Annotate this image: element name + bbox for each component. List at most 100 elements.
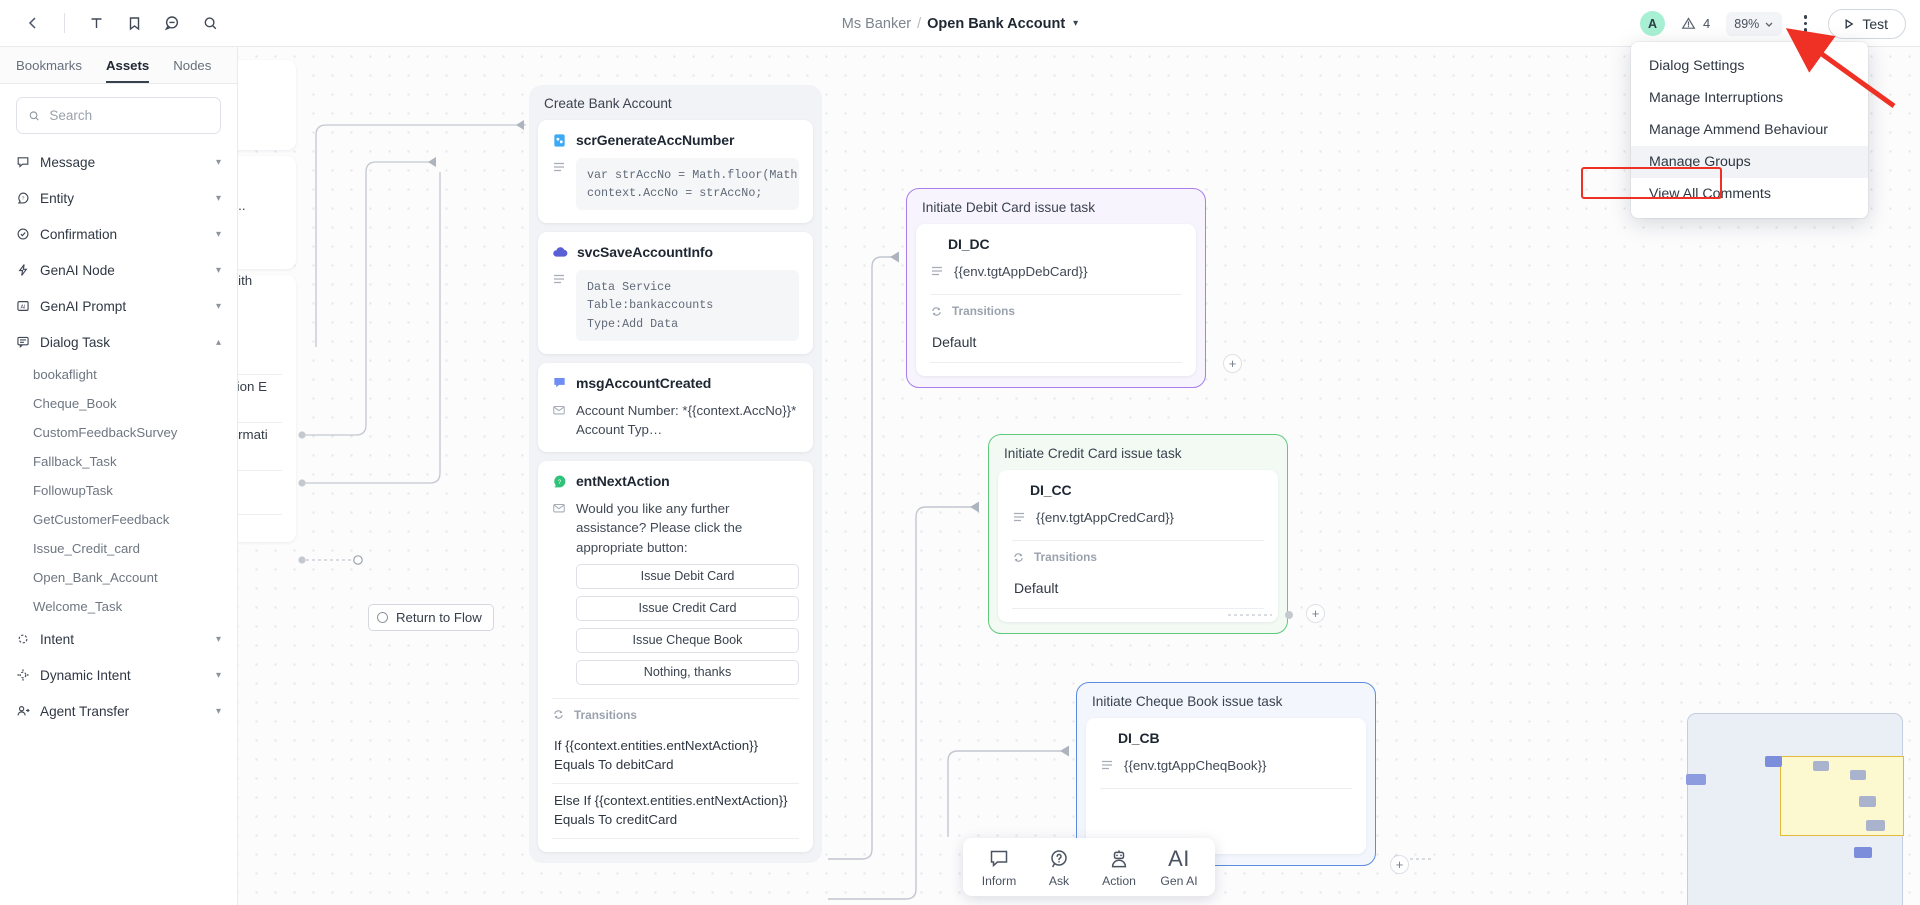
node-type-toolbar[interactable]: Inform Ask Action AI Gen AI	[963, 838, 1215, 896]
node-code: var strAccNo = Math.floor(Math.… context…	[576, 158, 799, 211]
sidebar-item-fallback-task[interactable]: Fallback_Task	[33, 454, 117, 469]
node-scrGenerateAccNumber[interactable]: scrGenerateAccNumber var strAccNo = Math…	[538, 120, 813, 224]
sidebar-item-agent-transfer[interactable]: Agent Transfer ▾	[0, 693, 237, 729]
node-DI_DC[interactable]: DI_DC {{env.tgtAppDebCard}} Transitions …	[916, 224, 1196, 376]
sidebar-item-entity[interactable]: ? Entity ▾	[0, 180, 237, 216]
sidebar-item-getcustomerfeedback[interactable]: GetCustomerFeedback	[33, 512, 170, 527]
menu-item-manage-groups[interactable]: Manage Groups	[1631, 146, 1868, 178]
menu-item-view-all-comments[interactable]: View All Comments	[1649, 186, 1771, 202]
sidebar-item-open-bank-account[interactable]: Open_Bank_Account	[33, 570, 158, 585]
transition-row[interactable]: Default	[930, 325, 1182, 363]
tab-nodes[interactable]: Nodes	[173, 58, 212, 73]
service-node-icon	[553, 247, 568, 257]
connector-dot-credit[interactable]	[1285, 611, 1293, 619]
node-type-inform[interactable]: Inform	[969, 848, 1029, 888]
group-initiate-debit-card-issue-task[interactable]: Initiate Debit Card issue task DI_DC {{e…	[906, 188, 1206, 388]
sidebar-item-confirmation[interactable]: Confirmation ▾	[0, 216, 237, 252]
node-type-action[interactable]: Action	[1089, 848, 1149, 888]
back-button[interactable]	[16, 6, 50, 40]
play-icon	[1845, 18, 1854, 29]
transition-row[interactable]: Else If {{context.entities.entNextAction…	[552, 784, 799, 840]
search-box[interactable]	[16, 97, 221, 134]
chevron-down-icon[interactable]: ▾	[215, 669, 221, 681]
add-node-handle-debit[interactable]: +	[1223, 354, 1242, 373]
menu-item-manage-ammend-behaviour[interactable]: Manage Ammend Behaviour	[1649, 122, 1829, 138]
chevron-down-icon[interactable]: ▾	[215, 705, 221, 717]
transitions-header: Transitions	[930, 304, 1182, 318]
sidebar-item-bookaflight[interactable]: bookaflight	[33, 367, 97, 382]
option-issue-cheque-book[interactable]: Issue Cheque Book	[576, 627, 799, 653]
bookmark-icon[interactable]	[117, 6, 151, 40]
agent-transfer-icon	[16, 704, 40, 718]
node-svcSaveAccountInfo[interactable]: svcSaveAccountInfo Data Service Table:ba…	[538, 232, 813, 354]
sidebar-item-followuptask[interactable]: FollowupTask	[33, 483, 113, 498]
minimap[interactable]	[1686, 713, 1904, 905]
option-issue-credit-card[interactable]: Issue Credit Card	[576, 595, 799, 621]
node-type-gen-ai[interactable]: AI Gen AI	[1149, 848, 1209, 889]
genai-prompt-icon: AI	[16, 299, 40, 313]
chevron-up-icon[interactable]: ▴	[215, 336, 221, 348]
entity-icon: ?	[16, 191, 40, 205]
option-issue-debit-card[interactable]: Issue Debit Card	[576, 563, 799, 589]
chevron-down-icon[interactable]: ▾	[215, 300, 221, 312]
return-to-flow-node[interactable]: Return to Flow	[368, 604, 494, 631]
sidebar-item-issue-credit-card[interactable]: Issue_Credit_card	[33, 541, 141, 556]
chevron-down-icon[interactable]: ▾	[215, 633, 221, 645]
minimap-viewport[interactable]	[1780, 756, 1904, 836]
search-input[interactable]	[49, 108, 209, 123]
text-icon[interactable]	[79, 6, 113, 40]
node-entNextAction[interactable]: ? entNextAction Would you like any furth…	[538, 461, 813, 853]
tab-bookmarks[interactable]: Bookmarks	[16, 58, 82, 73]
group-initiate-credit-card-issue-task[interactable]: Initiate Credit Card issue task DI_CC {{…	[988, 434, 1288, 634]
warning-indicator[interactable]: 4	[1675, 12, 1716, 35]
chevron-down-icon[interactable]: ▾	[215, 264, 221, 276]
sidebar-item-label: Message	[40, 154, 96, 170]
transition-row[interactable]: Default	[1012, 571, 1264, 609]
sidebar-item-genai-node[interactable]: GenAI Node ▾	[0, 252, 237, 288]
node-body: Data Service Table:bankaccounts Type:Add…	[552, 270, 799, 341]
add-node-handle-cheque[interactable]: +	[1390, 855, 1409, 874]
sidebar-item-message[interactable]: Message ▾	[0, 144, 237, 180]
flow-canvas[interactable]: orm Holder... * ceed with nfirmation E n…	[0, 47, 1920, 905]
chevron-down-icon[interactable]: ▾	[215, 228, 221, 240]
group-create-bank-account[interactable]: Create Bank Account scrGenerateAccNumber…	[529, 85, 822, 864]
menu-item-dialog-settings[interactable]: Dialog Settings	[1649, 58, 1745, 74]
sidebar-item-customfeedbacksurvey[interactable]: CustomFeedbackSurvey	[33, 425, 178, 440]
node-type-ask[interactable]: Ask	[1029, 848, 1089, 888]
genai-node-icon	[16, 263, 40, 277]
node-body: Would you like any further assistance? P…	[552, 499, 799, 685]
warning-icon	[1681, 17, 1696, 29]
option-nothing-thanks[interactable]: Nothing, thanks	[576, 659, 799, 685]
chevron-down-icon[interactable]: ▾	[1073, 18, 1079, 29]
ghost-divider-3	[200, 470, 282, 471]
more-options-button[interactable]	[1792, 9, 1818, 39]
breadcrumb-flow[interactable]: Open Bank Account	[927, 15, 1066, 32]
node-DI_CC[interactable]: DI_CC {{env.tgtAppCredCard}} Transitions…	[998, 470, 1278, 622]
search-icon[interactable]	[193, 6, 227, 40]
breadcrumb-app[interactable]: Ms Banker	[841, 15, 912, 32]
chevron-down-icon[interactable]: ▾	[215, 192, 221, 204]
toolbar-right-group: A 4 89% Test	[1640, 0, 1906, 47]
sidebar-item-cheque-book[interactable]: Cheque_Book	[33, 396, 117, 411]
sidebar-item-genai-prompt[interactable]: AI GenAI Prompt ▾	[0, 288, 237, 324]
node-message: {{env.tgtAppCredCard}}	[1036, 510, 1174, 525]
sidebar-item-welcome-task[interactable]: Welcome_Task	[33, 599, 123, 614]
menu-item-manage-interruptions[interactable]: Manage Interruptions	[1649, 90, 1784, 106]
node-msgAccountCreated[interactable]: msgAccountCreated Account Number: *{{con…	[538, 362, 813, 453]
avatar[interactable]: A	[1640, 11, 1666, 36]
test-button[interactable]: Test	[1828, 8, 1906, 39]
zoom-control[interactable]: 89%	[1726, 11, 1783, 36]
transitions-label: Transitions	[574, 707, 637, 722]
group-initiate-cheque-book-issue-task[interactable]: Initiate Cheque Book issue task DI_CB {{…	[1076, 682, 1376, 867]
node-divider	[930, 294, 1182, 296]
search-container	[0, 84, 237, 140]
tab-assets[interactable]: Assets	[105, 58, 150, 83]
sidebar-item-dynamic-intent[interactable]: Dynamic Intent ▾	[0, 657, 237, 693]
sidebar-item-intent[interactable]: Intent ▾	[0, 621, 237, 657]
node-DI_CB[interactable]: DI_CB {{env.tgtAppCheqBook}}	[1086, 718, 1366, 855]
sidebar-item-dialog-task[interactable]: Dialog Task ▴	[0, 324, 237, 360]
comment-icon[interactable]	[155, 6, 189, 40]
transition-row[interactable]: If {{context.entities.entNextAction}} Eq…	[552, 729, 799, 785]
chevron-down-icon[interactable]: ▾	[215, 156, 221, 168]
add-node-handle-credit[interactable]: +	[1306, 604, 1325, 623]
